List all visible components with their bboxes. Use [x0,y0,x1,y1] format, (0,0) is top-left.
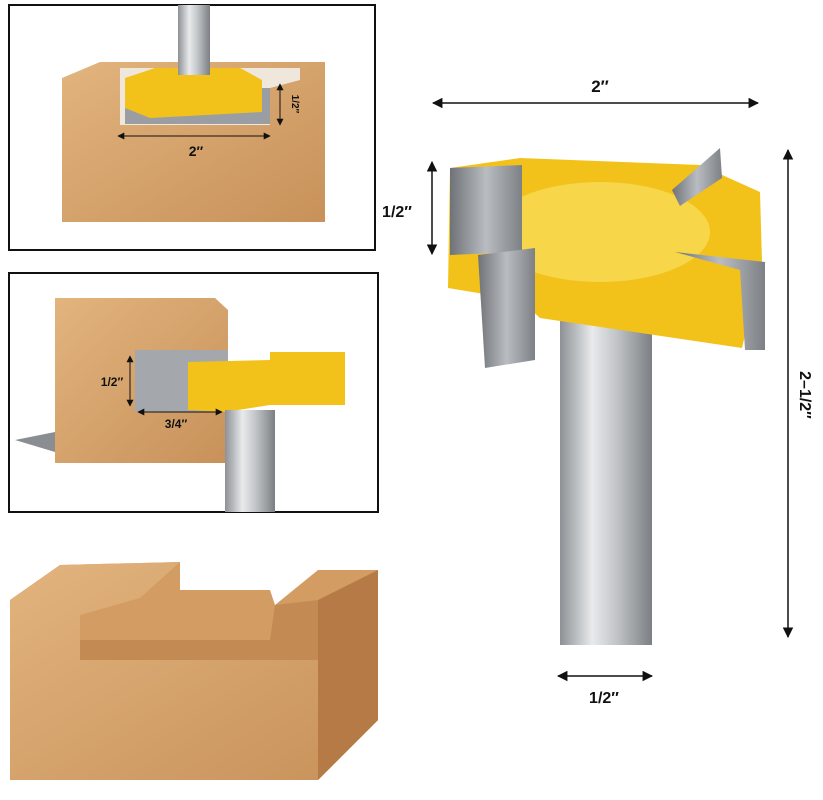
cutter-yellow [188,352,345,412]
shank [560,300,652,645]
t-slot-wood-sample [10,562,378,780]
cutting-diameter-label: 2″ [591,77,609,96]
middle-inset-panel: 1/2″ 3/4″ [8,272,379,513]
width-label: 2″ [189,143,204,159]
cutting-height-label: 1/2″ [382,204,412,221]
top-inset-panel: 2″ 1/2″ [8,4,376,251]
height-label: 1/2″ [101,375,124,389]
carbide-blade [450,165,522,255]
carbide-blade [672,148,722,206]
overall-length-label: 2–1/2″ [796,371,813,419]
shank-diameter-label: 1/2″ [589,690,619,707]
cutter-yellow [125,68,262,118]
shank [178,5,210,75]
main-router-bit: 2″ 1/2″ 2–1/2″ 1/2″ [382,77,813,707]
depth-label: 3/4″ [165,417,188,431]
carbide-blade [478,248,535,368]
shank [225,410,275,512]
carbide-blade [675,252,765,350]
depth-label: 1/2″ [289,95,300,114]
